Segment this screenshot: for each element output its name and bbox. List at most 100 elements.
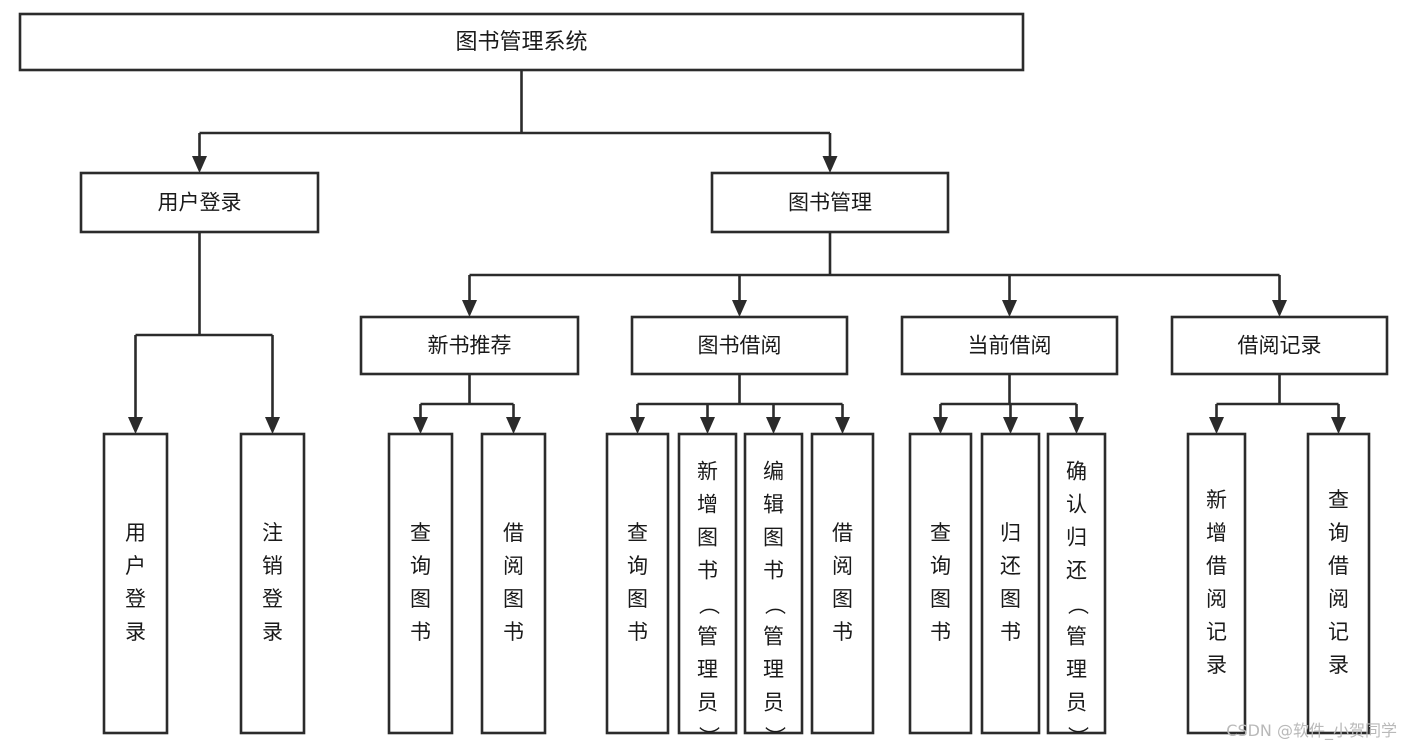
node-box: [1170, 315, 1389, 376]
node-leaf-2[interactable]: 注销登录注销登录: [239, 432, 306, 735]
leaf-char: 图: [1000, 587, 1021, 611]
node-box: [810, 432, 875, 735]
leaf-char: 员: [1066, 691, 1087, 715]
leaf-char: 询: [410, 554, 431, 578]
leaf-char: 认: [1066, 493, 1087, 517]
node-label: 当前借阅: [968, 334, 1052, 358]
leaf-char: 增: [697, 493, 718, 517]
node-box: [18, 12, 1025, 72]
node-leaf-3[interactable]: 查询图书查询图书: [387, 432, 454, 735]
node-box: [480, 432, 547, 735]
leaf-char: 员: [763, 691, 784, 715]
leaf-char: 书: [1000, 620, 1021, 644]
connectors-layer: [128, 70, 1346, 434]
leaf-char: 理: [1066, 658, 1087, 682]
connector-arrowhead: [1003, 417, 1018, 434]
leaf-char: 记: [1328, 620, 1349, 644]
leaf-char: 新: [1206, 488, 1227, 512]
leaf-char: 借: [832, 521, 853, 545]
leaf-char: 辑: [763, 493, 784, 517]
leaf-char: 询: [930, 554, 951, 578]
leaf-char: 查: [930, 521, 951, 545]
leaf-char: 销: [262, 554, 283, 578]
leaf-char: 确: [1066, 460, 1087, 484]
leaf-char: 登: [125, 587, 146, 611]
leaf-char: 阅: [1328, 587, 1349, 611]
node-box: [677, 432, 738, 735]
connector-arrowhead: [128, 417, 143, 434]
node-new-book-rec[interactable]: 新书推荐: [359, 315, 580, 376]
node-leaf-4[interactable]: 借阅图书借阅图书: [480, 432, 547, 735]
node-leaf-8[interactable]: 借阅图书借阅图书: [810, 432, 875, 735]
node-label: 用户登录: [158, 191, 242, 215]
leaf-char: 书: [697, 559, 718, 583]
leaf-char: 图: [697, 526, 718, 550]
leaf-char: ）: [763, 726, 787, 747]
leaf-char: 用: [125, 521, 146, 545]
node-root[interactable]: 图书管理系统: [18, 12, 1025, 72]
node-leaf-13[interactable]: 查询借阅记录查询借阅记录: [1306, 432, 1371, 735]
watermark-label: CSDN @软件_小贺同学: [1226, 721, 1397, 740]
connector-arrowhead: [265, 417, 280, 434]
leaf-char: 书: [503, 620, 524, 644]
leaf-char: 书: [930, 620, 951, 644]
node-book-mgmt[interactable]: 图书管理: [710, 171, 950, 234]
connector-arrowhead: [700, 417, 715, 434]
leaf-char: 归: [1066, 526, 1087, 550]
leaf-char: 新: [697, 460, 718, 484]
node-leaf-1[interactable]: 用户登录用户登录: [102, 432, 169, 735]
node-borrow-record[interactable]: 借阅记录: [1170, 315, 1389, 376]
leaf-char: 录: [262, 620, 283, 644]
node-leaf-9[interactable]: 查询图书查询图书: [908, 432, 973, 735]
connector-arrowhead: [732, 300, 747, 317]
leaf-char: 查: [1328, 488, 1349, 512]
node-label: 图书管理系统: [455, 30, 587, 55]
node-box: [743, 432, 804, 735]
node-leaf-12[interactable]: 新增借阅记录新增借阅记录: [1186, 432, 1247, 735]
node-label: 图书管理: [788, 191, 872, 215]
node-current-borrow[interactable]: 当前借阅: [900, 315, 1119, 376]
nodes-layer: 图书管理系统用户登录图书管理新书推荐图书借阅当前借阅借阅记录用户登录用户登录注销…: [18, 12, 1389, 747]
node-user-login[interactable]: 用户登录: [79, 171, 320, 234]
leaf-char: 编: [763, 460, 784, 484]
leaf-char: 管: [697, 625, 718, 649]
leaf-char: （: [763, 594, 787, 615]
leaf-char: 图: [410, 587, 431, 611]
leaf-char: ）: [1066, 726, 1090, 747]
leaf-char: 图: [930, 587, 951, 611]
leaf-char: 管: [763, 625, 784, 649]
leaf-char: 归: [1000, 521, 1021, 545]
leaf-char: 书: [832, 620, 853, 644]
node-leaf-5[interactable]: 查询图书查询图书: [605, 432, 670, 735]
leaf-char: 阅: [503, 554, 524, 578]
node-box: [239, 432, 306, 735]
node-label: 新书推荐: [428, 334, 512, 358]
node-book-borrow[interactable]: 图书借阅: [630, 315, 849, 376]
node-box: [908, 432, 973, 735]
leaf-char: 阅: [1206, 587, 1227, 611]
node-box: [630, 315, 849, 376]
node-box: [102, 432, 169, 735]
leaf-char: 查: [627, 521, 648, 545]
connector-arrowhead: [766, 417, 781, 434]
node-leaf-10[interactable]: 归还图书归还图书: [980, 432, 1041, 735]
leaf-char: 记: [1206, 620, 1227, 644]
leaf-char: 借: [1206, 554, 1227, 578]
leaf-char: 管: [1066, 625, 1087, 649]
node-box: [1046, 432, 1107, 735]
connector-arrowhead: [1331, 417, 1346, 434]
connector-arrowhead: [1272, 300, 1287, 317]
leaf-char: 图: [627, 587, 648, 611]
leaf-char: 录: [1206, 653, 1227, 677]
leaf-char: 图: [763, 526, 784, 550]
node-label: 借阅记录: [1238, 334, 1322, 358]
leaf-char: 理: [697, 658, 718, 682]
leaf-char: 图: [832, 587, 853, 611]
leaf-char: （: [697, 594, 721, 615]
leaf-char: 注: [262, 521, 283, 545]
